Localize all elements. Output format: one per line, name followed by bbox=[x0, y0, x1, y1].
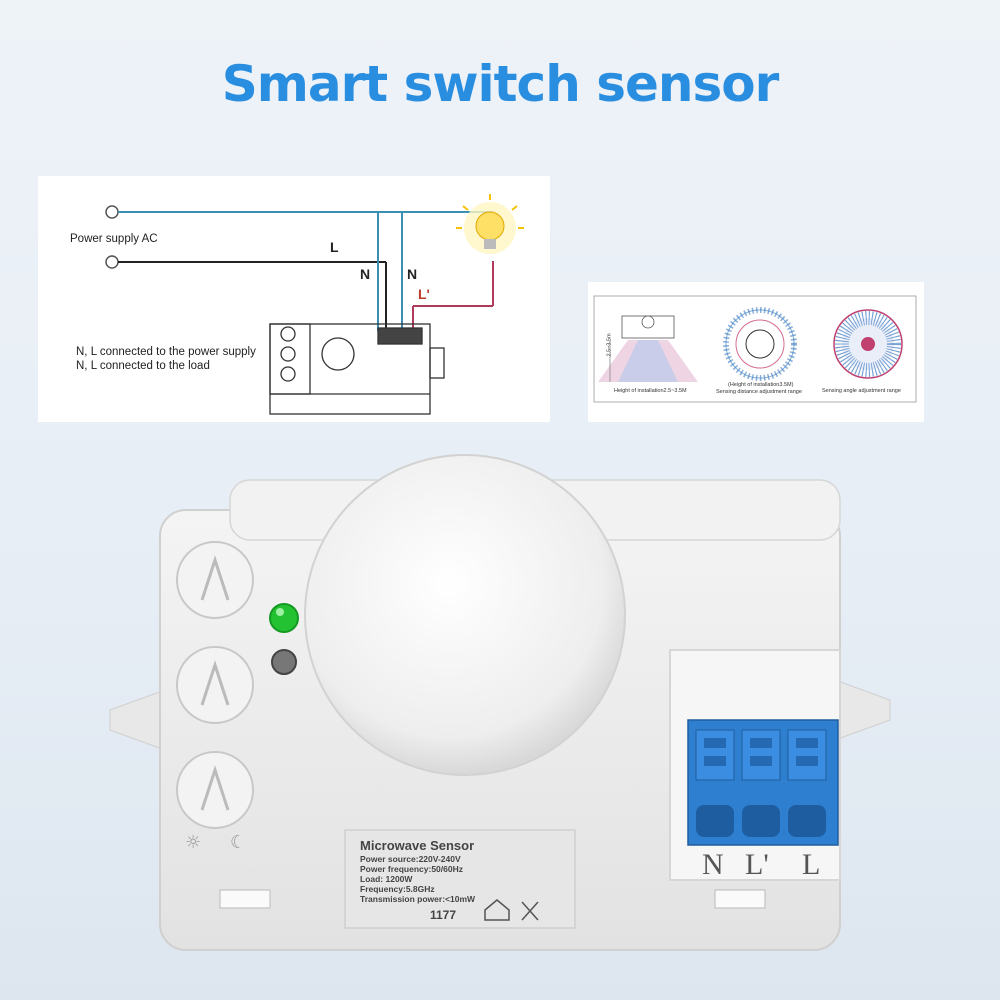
label-line-4: Frequency:5.8GHz bbox=[360, 884, 435, 894]
caption-height: Height of installation2.5~3.5M bbox=[614, 388, 687, 394]
label-title: Microwave Sensor bbox=[360, 838, 475, 853]
sensor-module-icon bbox=[269, 323, 445, 415]
device-svg: ☼ ☾ bbox=[109, 454, 891, 951]
sun-icon: ☼ bbox=[185, 832, 201, 853]
label-line-2: Power frequency:50/60Hz bbox=[360, 864, 463, 874]
label-line-5: Transmission power:<10mW bbox=[360, 894, 476, 904]
label-line-1: Power source:220V-240V bbox=[360, 854, 461, 864]
side-height-label: 2.5~3.5m bbox=[606, 333, 613, 357]
page-title: Smart switch sensor bbox=[221, 55, 780, 113]
bottom-slot-left bbox=[219, 889, 271, 909]
weee-bin-icon bbox=[521, 901, 539, 921]
wire-n2-label: N bbox=[407, 266, 418, 282]
terminal-lprime-label: L' bbox=[745, 848, 769, 881]
note-line-2: N, L connected to the load bbox=[76, 360, 210, 372]
moon-icon: ☾ bbox=[230, 832, 246, 853]
wire-l-label: L bbox=[330, 239, 339, 255]
sensing-range-svg bbox=[593, 295, 917, 403]
wire-n1-label: N bbox=[360, 266, 371, 282]
note-line-1: N, L connected to the power supply bbox=[76, 346, 256, 358]
range-knob-icon bbox=[176, 646, 254, 724]
left-mounting-tab bbox=[109, 689, 166, 751]
label-code: 1177 bbox=[430, 908, 457, 922]
status-led bbox=[269, 603, 299, 633]
wire-lprime-label: L' bbox=[418, 286, 430, 302]
light-knob-icon bbox=[176, 751, 254, 829]
light-sensor-eye bbox=[271, 649, 297, 675]
caption-angle: Sensing angle adjustment range bbox=[822, 388, 901, 394]
terminal-circle-icon bbox=[105, 205, 119, 219]
sensor-dome bbox=[304, 454, 626, 776]
time-knob-icon bbox=[176, 541, 254, 619]
house-mark-icon bbox=[484, 899, 510, 921]
distance-radial-icon bbox=[723, 307, 797, 381]
sensor-cone-icon bbox=[598, 315, 698, 382]
wiring-diagram-svg bbox=[105, 194, 524, 415]
light-bulb-icon bbox=[456, 194, 524, 254]
spec-label-sticker bbox=[344, 829, 576, 929]
terminal-l-label: L bbox=[802, 848, 821, 881]
power-supply-label: Power supply AC bbox=[70, 233, 158, 245]
label-line-3: Load: 1200W bbox=[360, 874, 413, 884]
right-mounting-tab bbox=[834, 679, 891, 741]
bottom-slot-right bbox=[714, 889, 766, 909]
terminal-block bbox=[687, 719, 839, 846]
terminal-n-label: N bbox=[702, 848, 724, 881]
caption-distance-top: (Height of installation3.5M) bbox=[728, 382, 794, 388]
adjustment-knobs: ☼ ☾ bbox=[176, 541, 254, 853]
angle-radial-icon bbox=[833, 309, 903, 379]
sensing-range-panel: 2.5~3.5m Height of installation2.5~3.5M … bbox=[588, 282, 924, 422]
wiring-diagram-panel: Power supply AC L N N L' N, L connected … bbox=[38, 176, 550, 422]
caption-distance: Sensing distance adjustment range bbox=[716, 389, 802, 395]
terminal-circle-icon bbox=[105, 255, 119, 269]
microwave-sensor-device: ☼ ☾ Microwav bbox=[90, 440, 910, 970]
